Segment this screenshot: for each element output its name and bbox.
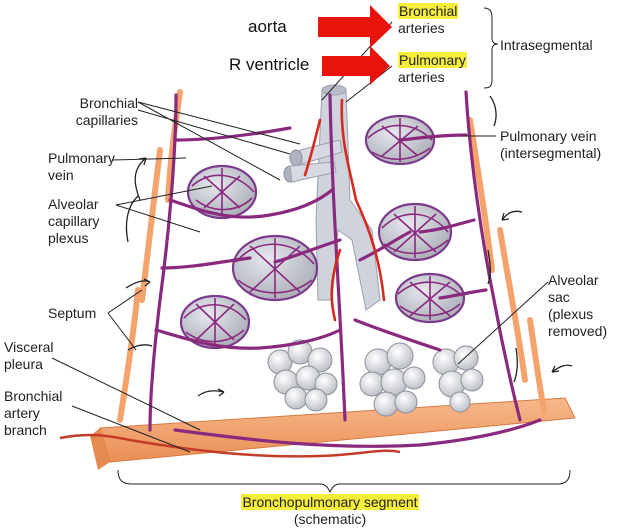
- bronchopulmonary-segment-label: Bronchopulmonary segment (schematic): [180, 494, 480, 528]
- pulmonary-vein-right-line2: (intersegmental): [500, 145, 602, 161]
- pulmonary-vein-left-line2: vein: [48, 167, 74, 183]
- septum-strips: [117, 89, 547, 423]
- bronchial-capillaries-line2: capillaries: [75, 112, 138, 128]
- bronchial-artery-line1: Bronchial: [4, 388, 63, 404]
- pulmonary-highlight: Pulmonary: [398, 52, 467, 68]
- intrasegmental-label: Intrasegmental: [500, 37, 593, 53]
- pulmonary-arteries-label: Pulmonary arteries: [398, 52, 467, 86]
- alveolar-capillary-plexus-label: Alveolar capillary plexus: [48, 196, 99, 247]
- visceral-pleura-label: Visceral pleura: [4, 339, 54, 373]
- bronchial-capillaries-line1: Bronchial: [79, 95, 138, 111]
- aorta-label: aorta: [248, 17, 287, 36]
- pulmonary-vessels: [148, 90, 542, 448]
- bronchial-artery-line3: branch: [4, 422, 47, 438]
- pulmonary-arteries-sub: arteries: [398, 69, 445, 85]
- segment-highlight: Bronchopulmonary segment: [241, 494, 419, 510]
- pulmonary-arteries: [303, 98, 386, 322]
- bronchial-artery-branch-label: Bronchial artery branch: [4, 388, 62, 439]
- bronchial-highlight: Bronchial: [398, 3, 459, 19]
- r-ventricle-arrow: [322, 46, 390, 85]
- pulmonary-vein-left-label: Pulmonary vein: [48, 150, 115, 184]
- r-ventricle-label: R ventricle: [229, 55, 310, 74]
- pulmonary-vein-left-line1: Pulmonary: [48, 150, 115, 166]
- visceral-pleura-line1: Visceral: [4, 339, 54, 355]
- bronchial-arteries-sub: arteries: [398, 20, 445, 36]
- bronchial-capillaries-label: Bronchial capillaries: [42, 95, 138, 129]
- visceral-pleura-line2: pleura: [4, 356, 43, 372]
- alveolar-capillary-line1: Alveolar: [48, 196, 99, 212]
- pulmonary-vein-right-label: Pulmonary vein (intersegmental): [500, 128, 601, 162]
- alveolar-sacs: [267, 339, 484, 417]
- flow-arrows: [125, 95, 573, 397]
- alveolar-sac-line4: removed): [548, 323, 608, 339]
- schematic-label: (schematic): [293, 511, 367, 527]
- alveolar-sac-line1: Alveolar: [548, 272, 599, 288]
- bronchial-arteries-label: Bronchial arteries: [398, 3, 459, 37]
- alveolar-sac-line3: (plexus: [548, 306, 594, 322]
- alveolar-sac-label: Alveolar sac (plexus removed): [548, 272, 607, 340]
- visceral-pleura-base: [90, 397, 576, 470]
- added-red-arrows: [318, 5, 392, 85]
- septum-label: Septum: [48, 305, 97, 321]
- pulmonary-vein-right-line1: Pulmonary vein: [500, 128, 597, 144]
- alveolar-capillary-line3: plexus: [48, 230, 89, 246]
- aorta-arrow: [318, 5, 392, 48]
- bronchial-artery-line2: artery: [4, 405, 40, 421]
- alveolar-sac-line2: sac: [548, 289, 570, 305]
- alveolar-capillary-line2: capillary: [48, 213, 100, 229]
- bronchial-artery-branch: [59, 433, 401, 458]
